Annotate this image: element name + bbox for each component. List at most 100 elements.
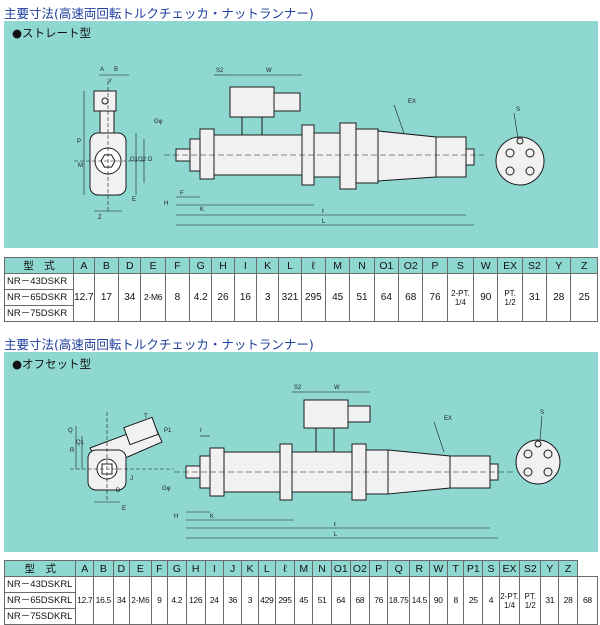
header-t: T [447,560,465,577]
header-s2: S2 [519,560,542,577]
dim-label-b: B [114,67,118,73]
value-cell: 25 [570,273,598,322]
header-j: J [222,560,243,577]
dim-label-o1: O1 [130,157,139,163]
value-cell: PT. 1/2 [497,273,523,322]
straight-type-subtitle: ●ストレート型 [12,26,92,40]
header-y: Y [540,560,560,577]
value-cell: 64 [373,273,400,322]
model-cell: NR－75SDKRL [3,608,77,625]
straight-side-view [74,74,145,212]
value-cell: 12.7 [75,576,95,625]
value-cell: 2-M6 [140,273,166,322]
offset-type-drawing-panel: ●オフセット型 Q Q1 T P1 R J D E Gφ [4,352,598,552]
value-cell: 68 [398,273,424,322]
value-cell: 45 [294,576,314,625]
dim-label-q: Q [68,428,73,434]
value-cell: 4 [482,576,500,625]
dim-label-l: L [322,219,326,225]
header-l: L [278,257,302,274]
header-w: W [428,560,449,577]
section1-title: 主要寸法(高速両回転トルクチェッカ・ナットランナー) [4,6,314,21]
header-z: Z [570,257,598,274]
dim-label-ex: EX [408,99,416,105]
header-o2: O2 [398,257,424,274]
straight-type-drawing-panel: ●ストレート型 A B Y P M O1 O2 D Z [4,21,598,248]
value-cell: 429 [257,576,277,625]
dim-label-g2: Gφ [162,486,171,492]
value-cell: 25 [463,576,484,625]
header-p: P [422,257,448,274]
dim-label-s: S [516,107,520,113]
header-b: B [93,257,120,274]
offset-spec-table: 型 式 A B D E F G H I J K L ℓ M N O1 O2 P … [3,560,599,625]
dim-label-l-offset: L [334,532,338,538]
value-cell: 31 [521,273,548,322]
header-e: E [129,560,152,577]
straight-spec-table: 型 式 A B D E F G H I K L ℓ M N O1 O2 P S … [4,257,598,322]
header-b: B [93,560,114,577]
header-g: G [166,560,187,577]
header-w: W [473,257,499,274]
header-z: Z [558,560,578,577]
header-h: H [211,257,235,274]
value-cell: 321 [278,273,302,322]
header-i: I [233,257,258,274]
header-n: N [349,257,375,274]
header-g: G [189,257,213,274]
dim-label-e: E [132,197,136,203]
header-s2: S2 [521,257,548,274]
header-n: N [312,560,332,577]
value-cell: 16 [233,273,258,322]
value-cell: 4.2 [166,576,187,625]
offset-front-view [174,391,514,539]
straight-end-view [495,112,545,186]
header-o2: O2 [349,560,371,577]
dim-label-i: I [200,428,202,434]
header-a: A [72,257,95,274]
header-a: A [75,560,95,577]
dim-label-a: A [100,67,104,73]
header-k: K [241,560,259,577]
value-cell: 295 [300,273,327,322]
value-cell: 18.75 [387,576,411,625]
header-model: 型 式 [4,257,74,274]
model-cell: NR－65DSKRL [3,592,77,609]
value-cell: 76 [422,273,448,322]
offset-side-view [70,412,174,503]
dim-label-t: T [144,414,148,420]
value-cell: 34 [118,273,142,322]
value-cell: 31 [540,576,560,625]
header-d: D [118,257,142,274]
dim-label-s-offset: S [540,410,544,416]
dim-label-ex-offset: EX [444,416,452,422]
value-cell: 16.5 [93,576,114,625]
section2-title: 主要寸法(高速両回転トルクチェッカ・ナットランナー) [4,337,314,352]
straight-type-drawing: A B Y P M O1 O2 D Z E Gφ [74,67,545,226]
value-cell: 90 [428,576,449,625]
dim-label-l-small: ℓ [322,208,324,215]
header-model: 型 式 [3,560,77,577]
dim-label-h-offset: H [174,514,178,520]
value-cell: 2-PT. 1/4 [446,273,475,322]
value-cell: 51 [349,273,375,322]
offset-type-drawing: Q Q1 T P1 R J D E Gφ [68,385,561,539]
value-cell: 28 [546,273,572,322]
offset-type-subtitle: ●オフセット型 [12,357,92,371]
dim-label-e2: E [122,506,126,512]
dim-label-j: J [130,476,133,482]
dim-label-m: M [78,163,83,169]
offset-end-view [515,415,561,485]
header-h: H [185,560,206,577]
dim-label-h: H [164,201,168,207]
value-cell: 4.2 [189,273,213,322]
header-f: F [150,560,168,577]
value-cell: 36 [222,576,243,625]
dim-label-o2: O2 [138,157,147,163]
header-m: M [324,257,351,274]
value-cell: 295 [274,576,296,625]
value-cell: 68 [349,576,371,625]
model-cell: NR－75DSKR [4,305,74,322]
dim-label-w: W [266,68,272,74]
value-cell: 126 [185,576,206,625]
